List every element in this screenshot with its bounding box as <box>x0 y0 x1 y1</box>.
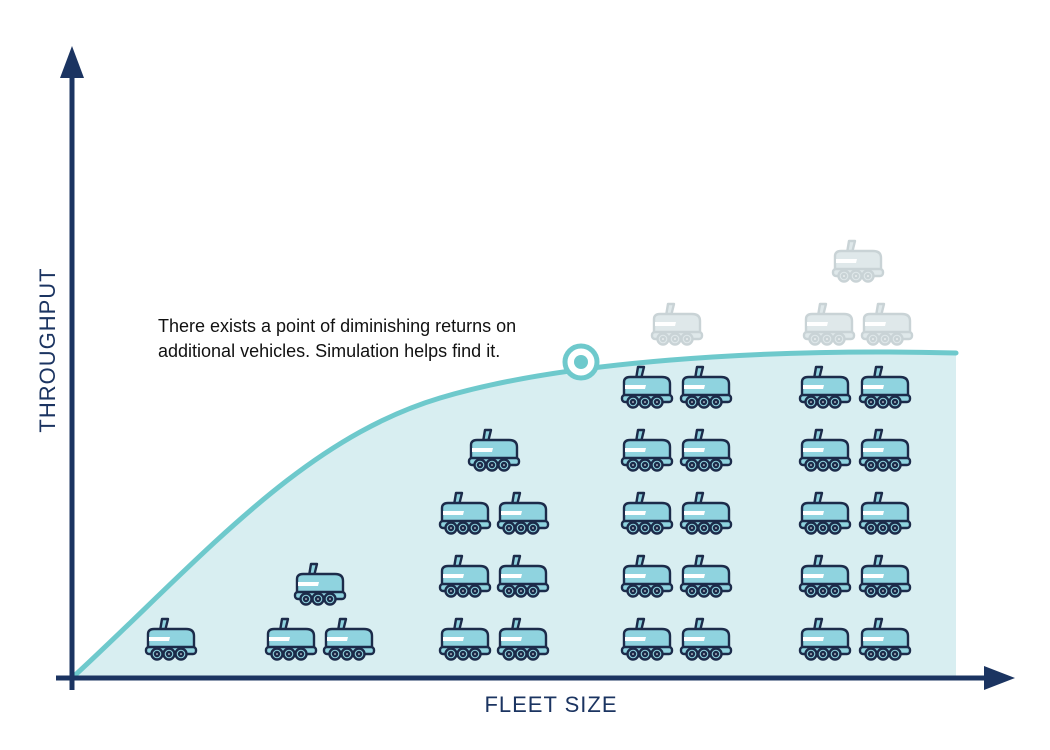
x-axis-label: FLEET SIZE <box>484 692 618 717</box>
diminishing-returns-marker <box>562 343 600 381</box>
y-axis <box>60 46 84 690</box>
ghost-vehicle-icon <box>802 302 856 346</box>
y-axis-label: THROUGHPUT <box>35 267 60 433</box>
ghost-vehicle-icon <box>650 302 704 346</box>
throughput-curve <box>69 349 959 681</box>
ghost-vehicle-icon <box>831 239 885 283</box>
annotation-line-2: additional vehicles. Simulation helps fi… <box>158 341 501 361</box>
annotation-text: There exists a point of diminishing retu… <box>158 314 598 364</box>
x-axis <box>56 666 1015 690</box>
x-axis-arrow-icon <box>984 666 1015 690</box>
annotation-line-1: There exists a point of diminishing retu… <box>158 316 517 336</box>
ghost-vehicle-icon <box>860 302 914 346</box>
y-axis-arrow-icon <box>60 46 84 78</box>
